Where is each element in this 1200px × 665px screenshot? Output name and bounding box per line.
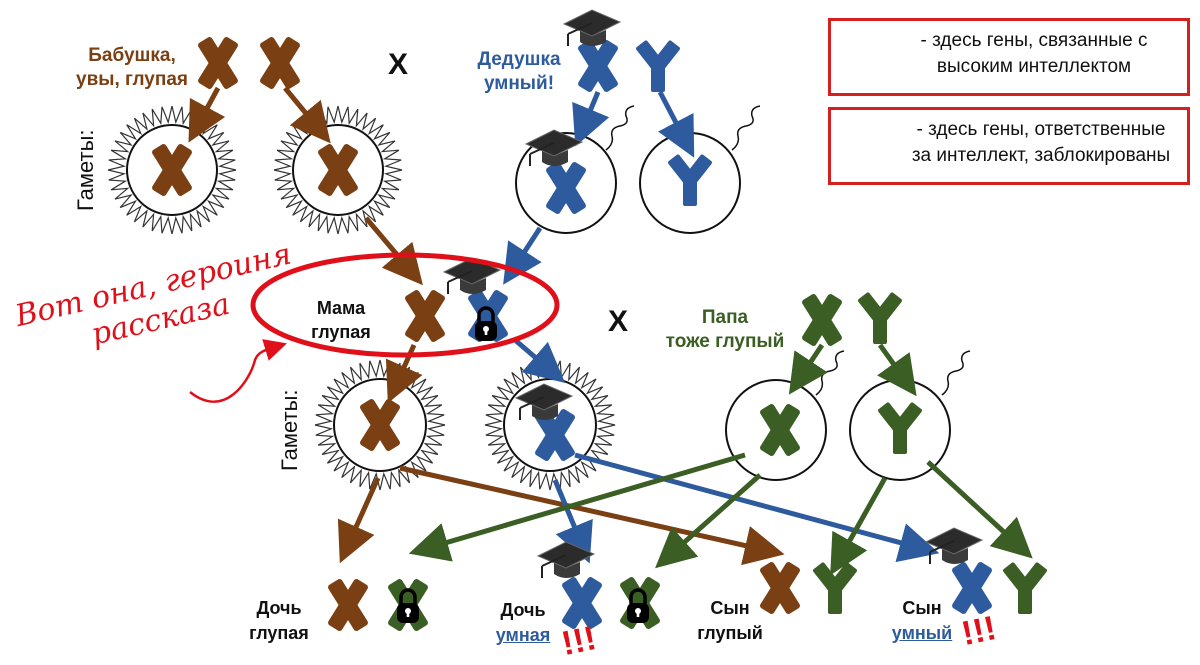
heroine-pointer-arrow <box>189 339 287 403</box>
heroine-highlight-ellipse <box>250 252 560 358</box>
grandpa-y-chromosome <box>635 39 681 92</box>
daughter1-x-chromosome-1 <box>326 577 370 633</box>
son1-y-chromosome <box>812 561 858 614</box>
cross-symbol: X <box>608 305 629 338</box>
gametes-label: Гаметы: <box>277 389 302 471</box>
graduation-cap-icon <box>925 527 983 565</box>
gametes-label: Гаметы: <box>73 129 98 211</box>
graduation-cap-icon <box>537 541 595 579</box>
legend-cap-box <box>828 18 1190 96</box>
arrows <box>188 86 1033 576</box>
grandma-x-chromosome-1 <box>196 35 240 91</box>
graduation-cap-icon <box>563 9 621 47</box>
grandma-x-chromosome-2 <box>258 35 302 91</box>
grandpa-x-chromosome <box>576 38 620 94</box>
cross-symbol: X <box>388 48 409 81</box>
dad-y-chromosome <box>857 291 903 344</box>
legend-lock-box <box>828 107 1190 185</box>
son2-y-chromosome <box>1002 561 1048 614</box>
grandma-label: Бабушка,увы, глупая <box>76 45 188 90</box>
mom-x-chromosome-1 <box>403 288 447 344</box>
dad-x-chromosome <box>800 292 844 348</box>
